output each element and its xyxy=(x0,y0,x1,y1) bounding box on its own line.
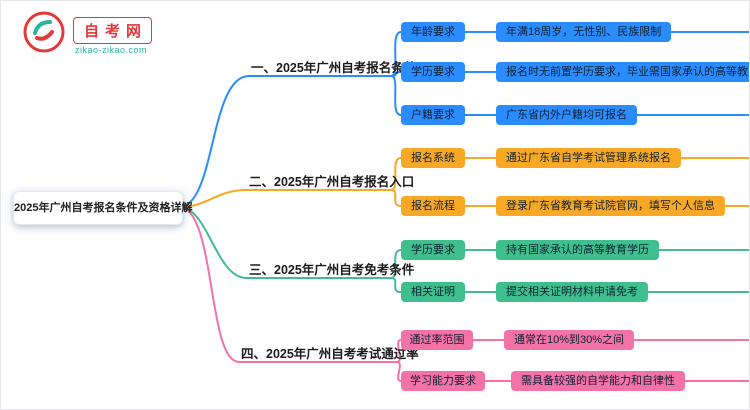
logo-title: 自考网 xyxy=(73,17,153,44)
branch-2-item-2-value: 登录广东省教育考试院官网，填写个人信息 xyxy=(496,196,725,216)
branch-2-item-1-value: 通过广东省自学考试管理系统报名 xyxy=(496,148,681,168)
branch-1-item-2-value: 报名时无前置学历要求，毕业需国家承认的高等教育学历 xyxy=(496,62,749,82)
branch-1-header: 一、2025年广州自考报名条件 xyxy=(251,61,417,75)
branch-1-item-3-key: 户籍要求 xyxy=(401,105,465,125)
branch-3-item-2-key: 相关证明 xyxy=(401,282,465,302)
branch-1-item-1-value: 年满18周岁，无性别、民族限制 xyxy=(496,22,672,42)
branch-3-item-1-key: 学历要求 xyxy=(401,240,465,260)
branch-4-header: 四、2025年广州自考考试通过率 xyxy=(241,347,419,361)
branch-3-item-2-value: 提交相关证明材料申请免考 xyxy=(496,282,648,302)
branch-3-item-1-value: 持有国家承认的高等教育学历 xyxy=(496,240,659,260)
branch-2-item-1-key: 报名系统 xyxy=(401,148,465,168)
branch-4-item-2-value: 需具备较强的自学能力和自律性 xyxy=(511,371,685,391)
branch-2-header: 二、2025年广州自考报名入口 xyxy=(249,175,415,189)
logo-domain: zikao-zikao.com xyxy=(75,45,148,55)
branch-4-item-1-key: 通过率范围 xyxy=(401,330,473,350)
mindmap-root-node: 2025年广州自考报名条件及资格详解 xyxy=(13,191,192,225)
branch-4-item-1-value: 通常在10%到30%之间 xyxy=(504,330,635,350)
branch-1-item-2-key: 学历要求 xyxy=(401,62,465,82)
logo-icon xyxy=(23,11,65,53)
branch-1-item-1-key: 年龄要求 xyxy=(401,22,465,42)
branch-4-item-2-key: 学习能力要求 xyxy=(401,371,485,391)
branch-2-item-2-key: 报名流程 xyxy=(401,196,465,216)
branch-1-item-3-value: 广东省内外户籍均可报名 xyxy=(496,105,637,125)
branch-3-header: 三、2025年广州自考免考条件 xyxy=(249,263,415,277)
